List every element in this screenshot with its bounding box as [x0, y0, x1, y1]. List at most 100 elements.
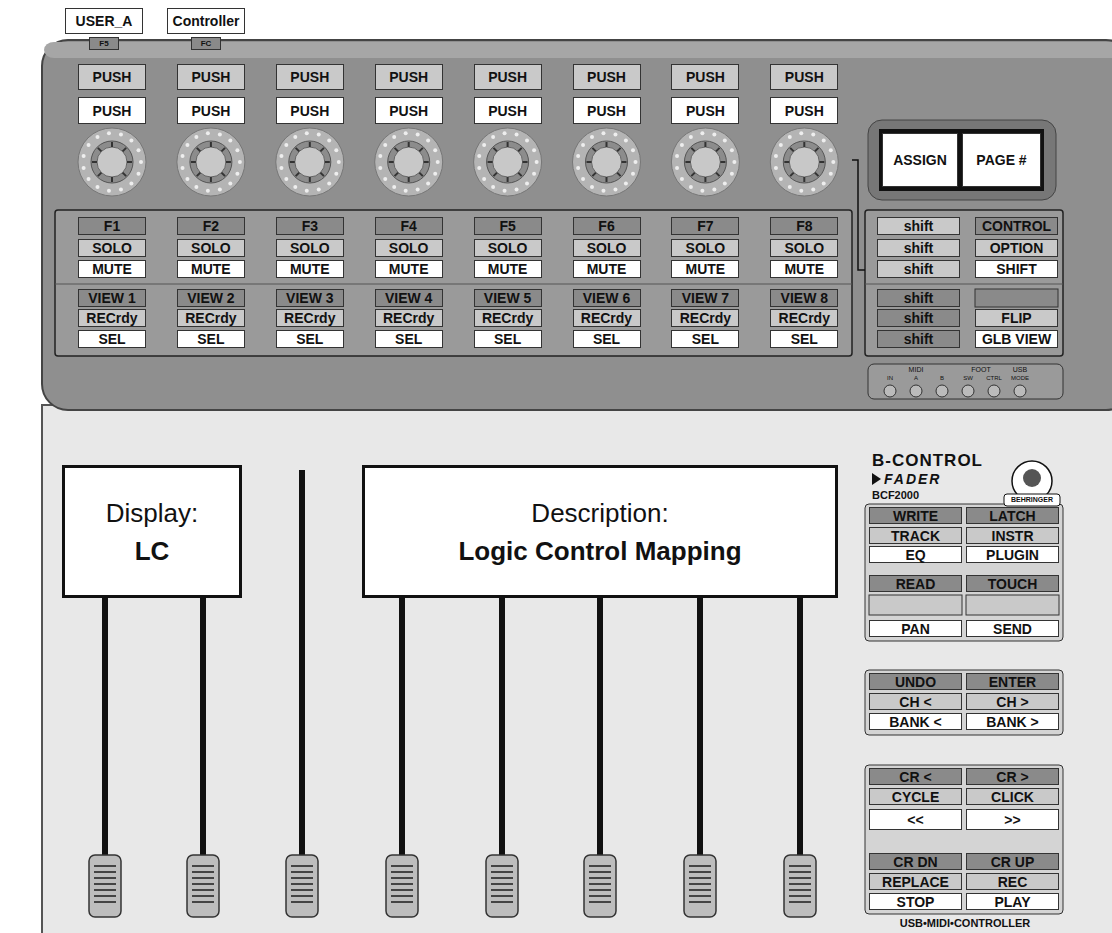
- button-label: MUTE: [191, 262, 231, 276]
- button-label: EQ: [905, 548, 925, 562]
- button: RECrdy: [573, 309, 641, 327]
- button-label: F3: [302, 219, 318, 233]
- button: PLUGIN: [966, 546, 1059, 563]
- button: SEL: [177, 330, 245, 348]
- jack: [962, 385, 974, 397]
- knob-grip: [716, 148, 720, 152]
- fader-groove: [491, 877, 513, 879]
- knob-grip: [98, 173, 102, 177]
- button-label: PUSH: [389, 70, 428, 84]
- connector-label: A: [914, 375, 918, 381]
- button-label: VIEW 5: [484, 291, 531, 305]
- button: CR UP: [966, 853, 1059, 870]
- button-label: PUSH: [191, 104, 230, 118]
- button: RECrdy: [770, 309, 838, 327]
- fader-groove: [789, 883, 811, 885]
- button-label: RECrdy: [779, 311, 830, 325]
- button: VIEW 5: [474, 289, 542, 307]
- led-dot: [829, 148, 833, 152]
- fader-cap: [386, 855, 418, 917]
- button-label: PUSH: [686, 104, 725, 118]
- knob: [586, 141, 628, 183]
- knob-grip: [803, 142, 805, 147]
- button: PUSH: [276, 97, 344, 124]
- button: PUSH: [78, 64, 146, 90]
- knob: [289, 141, 331, 183]
- led-dot: [477, 166, 481, 170]
- button-label: USER_A: [65, 8, 143, 34]
- logo-badge: [1004, 494, 1060, 506]
- button: SEL: [770, 330, 838, 348]
- button-label: SEL: [791, 332, 818, 346]
- knob-grip: [784, 161, 789, 163]
- led-dot: [426, 138, 430, 142]
- led-dot: [235, 148, 239, 152]
- button-label: OPTION: [990, 241, 1044, 255]
- knob-grip: [92, 161, 97, 163]
- knob-grip: [507, 177, 509, 182]
- led-dot: [194, 185, 198, 189]
- button: ASSIGN: [882, 133, 958, 187]
- knob-cap: [196, 147, 226, 177]
- button: SEL: [671, 330, 739, 348]
- button-label: shift: [904, 291, 934, 305]
- button-label: SHIFT: [996, 262, 1036, 276]
- fader-groove: [589, 865, 611, 867]
- fader-groove: [589, 889, 611, 891]
- led-dot: [82, 166, 86, 170]
- button: F7: [671, 217, 739, 235]
- fader-slot: [200, 598, 206, 858]
- button: PUSH: [573, 97, 641, 124]
- led-dot: [284, 143, 288, 147]
- fader-groove: [491, 883, 513, 885]
- button-label: MUTE: [290, 262, 330, 276]
- fader-groove: [94, 883, 116, 885]
- led-dot: [576, 154, 580, 158]
- button-label: BANK <: [889, 715, 942, 729]
- button: WRITE: [869, 507, 962, 524]
- button: SOLO: [573, 239, 641, 257]
- button-label: VIEW 8: [781, 291, 828, 305]
- knob-ring: [276, 128, 344, 196]
- button: F5: [474, 217, 542, 235]
- button-label: Controller: [167, 8, 245, 34]
- button-label: RECrdy: [185, 311, 236, 325]
- led-dot: [613, 132, 617, 136]
- jack: [884, 385, 896, 397]
- led-dot: [634, 160, 638, 164]
- knob-cap: [592, 147, 622, 177]
- led-dot: [317, 132, 321, 136]
- led-dot: [680, 143, 684, 147]
- led-dot: [87, 143, 91, 147]
- led-dot: [206, 131, 210, 135]
- button: F1: [78, 217, 146, 235]
- led-dot: [712, 132, 716, 136]
- led-dot: [590, 185, 594, 189]
- button: shift: [877, 260, 960, 278]
- fader-groove: [391, 895, 413, 897]
- button: GLB VIEW: [975, 330, 1058, 348]
- led-dot: [532, 148, 536, 152]
- button-label: SOLO: [488, 241, 528, 255]
- button-label: CR >: [996, 770, 1028, 784]
- button: SEL: [573, 330, 641, 348]
- button: CR <: [869, 768, 962, 785]
- led-dot: [317, 188, 321, 192]
- button-label: GLB VIEW: [982, 332, 1051, 346]
- button-label: CH >: [996, 695, 1028, 709]
- led-dot: [436, 160, 440, 164]
- led-dot: [129, 138, 133, 142]
- knob-grip: [123, 148, 127, 152]
- blank-button: [869, 595, 962, 615]
- upper-panel: [42, 40, 1112, 410]
- button-label: PAGE #: [976, 153, 1026, 167]
- led-dot: [515, 188, 519, 192]
- fader-groove: [789, 901, 811, 903]
- fader-groove: [689, 895, 711, 897]
- fader-groove: [192, 865, 214, 867]
- led-dot: [426, 182, 430, 186]
- button: CH <: [869, 693, 962, 710]
- connector-label: MIDI: [909, 366, 924, 373]
- knob: [190, 141, 232, 183]
- led-dot: [730, 172, 734, 176]
